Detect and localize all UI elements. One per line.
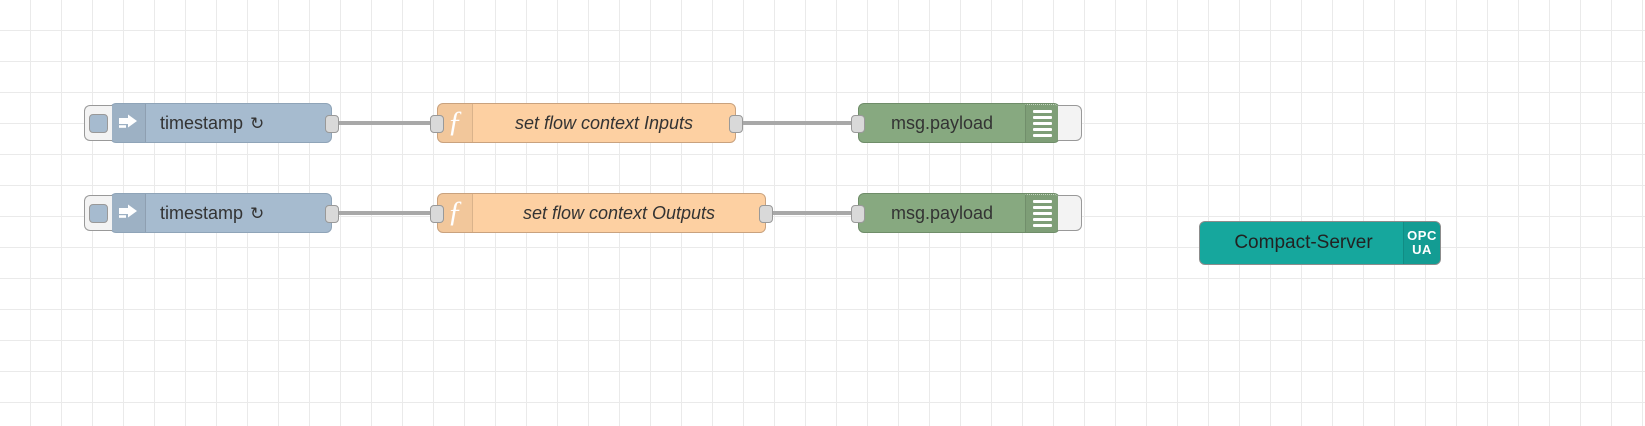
inject-trigger-button-inner <box>89 113 108 133</box>
debug-node[interactable]: msg.payload <box>851 193 1082 233</box>
inject-trigger-button[interactable] <box>84 195 112 231</box>
input-port[interactable] <box>430 205 444 223</box>
debug-bars-glyph <box>1033 200 1052 227</box>
opc-ua-icon-top: OPC <box>1407 228 1437 244</box>
opcua-server-label: Compact-Server <box>1234 232 1373 253</box>
wire-function-to-debug-2[interactable] <box>760 211 858 215</box>
output-port[interactable] <box>325 205 339 223</box>
debug-bars-icon <box>1025 104 1059 142</box>
debug-node[interactable]: msg.payload <box>851 103 1082 143</box>
debug-bars-glyph <box>1033 110 1052 137</box>
debug-enable-toggle[interactable] <box>1058 105 1082 141</box>
opcua-server-node[interactable]: Compact-Server OPC UA <box>1199 221 1441 265</box>
function-node[interactable]: ƒ set flow context Outputs <box>430 193 773 233</box>
inject-arrow-icon <box>111 194 146 232</box>
function-node-label: set flow context Inputs <box>514 112 694 133</box>
wire-inject-to-function-1[interactable] <box>327 121 437 125</box>
output-port[interactable] <box>729 115 743 133</box>
function-node[interactable]: ƒ set flow context Inputs <box>430 103 743 143</box>
opc-ua-icon: OPC UA <box>1403 222 1440 264</box>
repeat-icon: ↻ <box>250 113 265 133</box>
debug-node-label: msg.payload <box>890 202 994 223</box>
inject-label-text: timestamp <box>160 112 244 133</box>
function-f-glyph: ƒ <box>447 104 463 138</box>
output-port[interactable] <box>759 205 773 223</box>
inject-node-label: timestamp ↻ <box>146 104 331 142</box>
inject-trigger-button-inner <box>89 203 108 223</box>
wire-inject-to-function-2[interactable] <box>327 211 437 215</box>
inject-trigger-button[interactable] <box>84 105 112 141</box>
input-port[interactable] <box>430 115 444 133</box>
function-f-glyph: ƒ <box>447 194 463 228</box>
inject-label-text: timestamp <box>160 202 244 223</box>
function-node-label: set flow context Outputs <box>522 202 716 223</box>
inject-node-label: timestamp ↻ <box>146 194 331 232</box>
inject-node[interactable]: timestamp ↻ <box>84 193 339 233</box>
inject-arrow-icon <box>111 104 146 142</box>
output-port[interactable] <box>325 115 339 133</box>
wire-function-to-debug-1[interactable] <box>730 121 858 125</box>
debug-enable-toggle[interactable] <box>1058 195 1082 231</box>
debug-bars-icon <box>1025 194 1059 232</box>
opc-ua-icon-bottom: UA <box>1412 242 1432 257</box>
inject-node[interactable]: timestamp ↻ <box>84 103 339 143</box>
input-port[interactable] <box>851 205 865 223</box>
input-port[interactable] <box>851 115 865 133</box>
debug-node-label: msg.payload <box>890 112 994 133</box>
repeat-icon: ↻ <box>250 203 265 223</box>
